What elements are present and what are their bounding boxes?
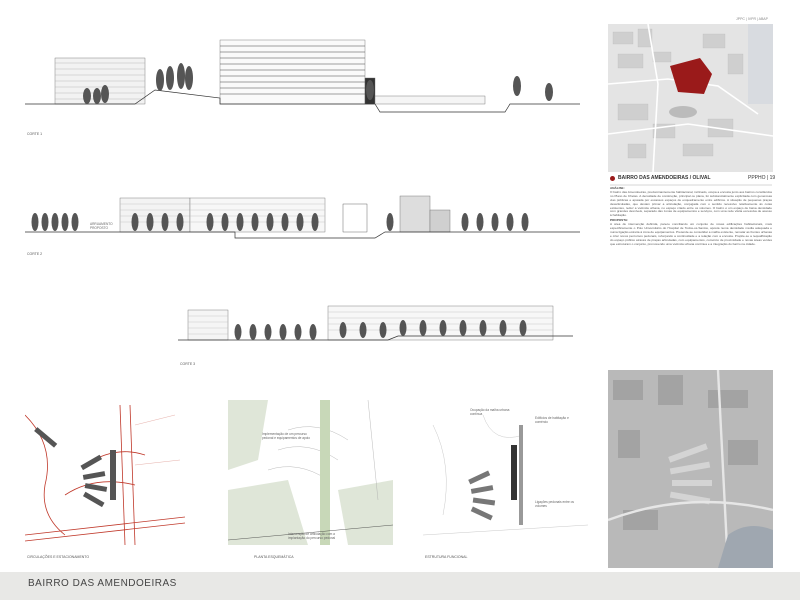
header-code: JPPC | IVPR | ABAP (736, 17, 768, 21)
section-2-note: ARRUAMENTO PROPOSTO (90, 222, 113, 230)
title-marker-icon (610, 176, 615, 181)
functional-note-1: Ocupação da malha urbana contínua (470, 408, 510, 416)
analysis-text: O bairro das Amendoeiras, predominanteme… (610, 189, 772, 218)
project-title: BAIRRO DAS AMENDOEIRAS / OLIVAL (618, 175, 711, 181)
sheet-code: PPPHO | 19 (748, 175, 776, 181)
location-map (608, 24, 773, 172)
proposal-text: A área de intervenção definida, parece c… (610, 222, 772, 246)
schematic-plan (228, 400, 393, 545)
functional-note-3: Ligações pedonais entre os volumes (535, 500, 574, 508)
analysis-heading: ANÁLISE: (610, 186, 625, 190)
section-3-drawing (178, 305, 573, 341)
section-1-caption: CORTE 1 (27, 132, 43, 136)
title-rule (610, 184, 772, 186)
functional-plan (423, 414, 588, 536)
project-description: ANÁLISE: O bairro das Amendoeiras, predo… (610, 186, 772, 364)
section-2-drawing (25, 195, 580, 239)
proposal-heading: PROPOSTA: (610, 218, 629, 223)
aerial-photo (608, 370, 773, 568)
circulation-plan (25, 405, 185, 545)
section-1-drawing (25, 39, 580, 113)
circulation-plan-caption: CIRCULAÇÕES E ESTACIONAMENTO (27, 555, 90, 559)
footer-bar (0, 572, 800, 600)
functional-note-2: Edifícios de habitação e comércio (535, 416, 569, 424)
section-3-caption: CORTE 3 (180, 362, 196, 366)
schematic-note-2: Intervenção de articulação com a implant… (288, 532, 336, 540)
schematic-note-1: Implementação de um percurso pedonal e e… (262, 432, 311, 440)
footer-title: BAIRRO DAS AMENDOEIRAS (28, 578, 177, 589)
schematic-plan-caption: PLANTA ESQUEMÁTICA (254, 555, 294, 559)
functional-plan-caption: ESTRUTURA FUNCIONAL (425, 555, 468, 559)
section-2-caption: CORTE 2 (27, 252, 43, 256)
